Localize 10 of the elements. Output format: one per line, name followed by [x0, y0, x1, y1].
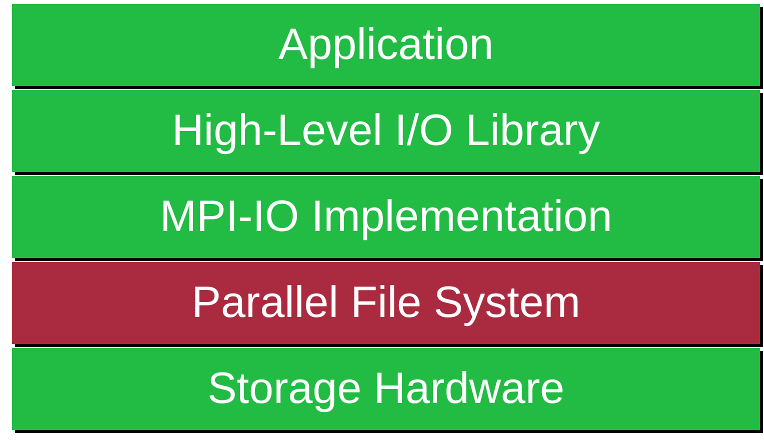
- layer-label: MPI-IO Implementation: [160, 195, 612, 239]
- layer-band: [12, 262, 760, 344]
- layer-band: [12, 176, 760, 258]
- layer-band: [12, 348, 760, 430]
- layer-label: High-Level I/O Library: [172, 109, 600, 153]
- layer-label: Application: [278, 23, 494, 67]
- layer-label: Storage Hardware: [207, 367, 565, 411]
- layer-band: [12, 90, 760, 172]
- layer-label: Parallel File System: [192, 281, 580, 325]
- layer-band: [12, 4, 760, 86]
